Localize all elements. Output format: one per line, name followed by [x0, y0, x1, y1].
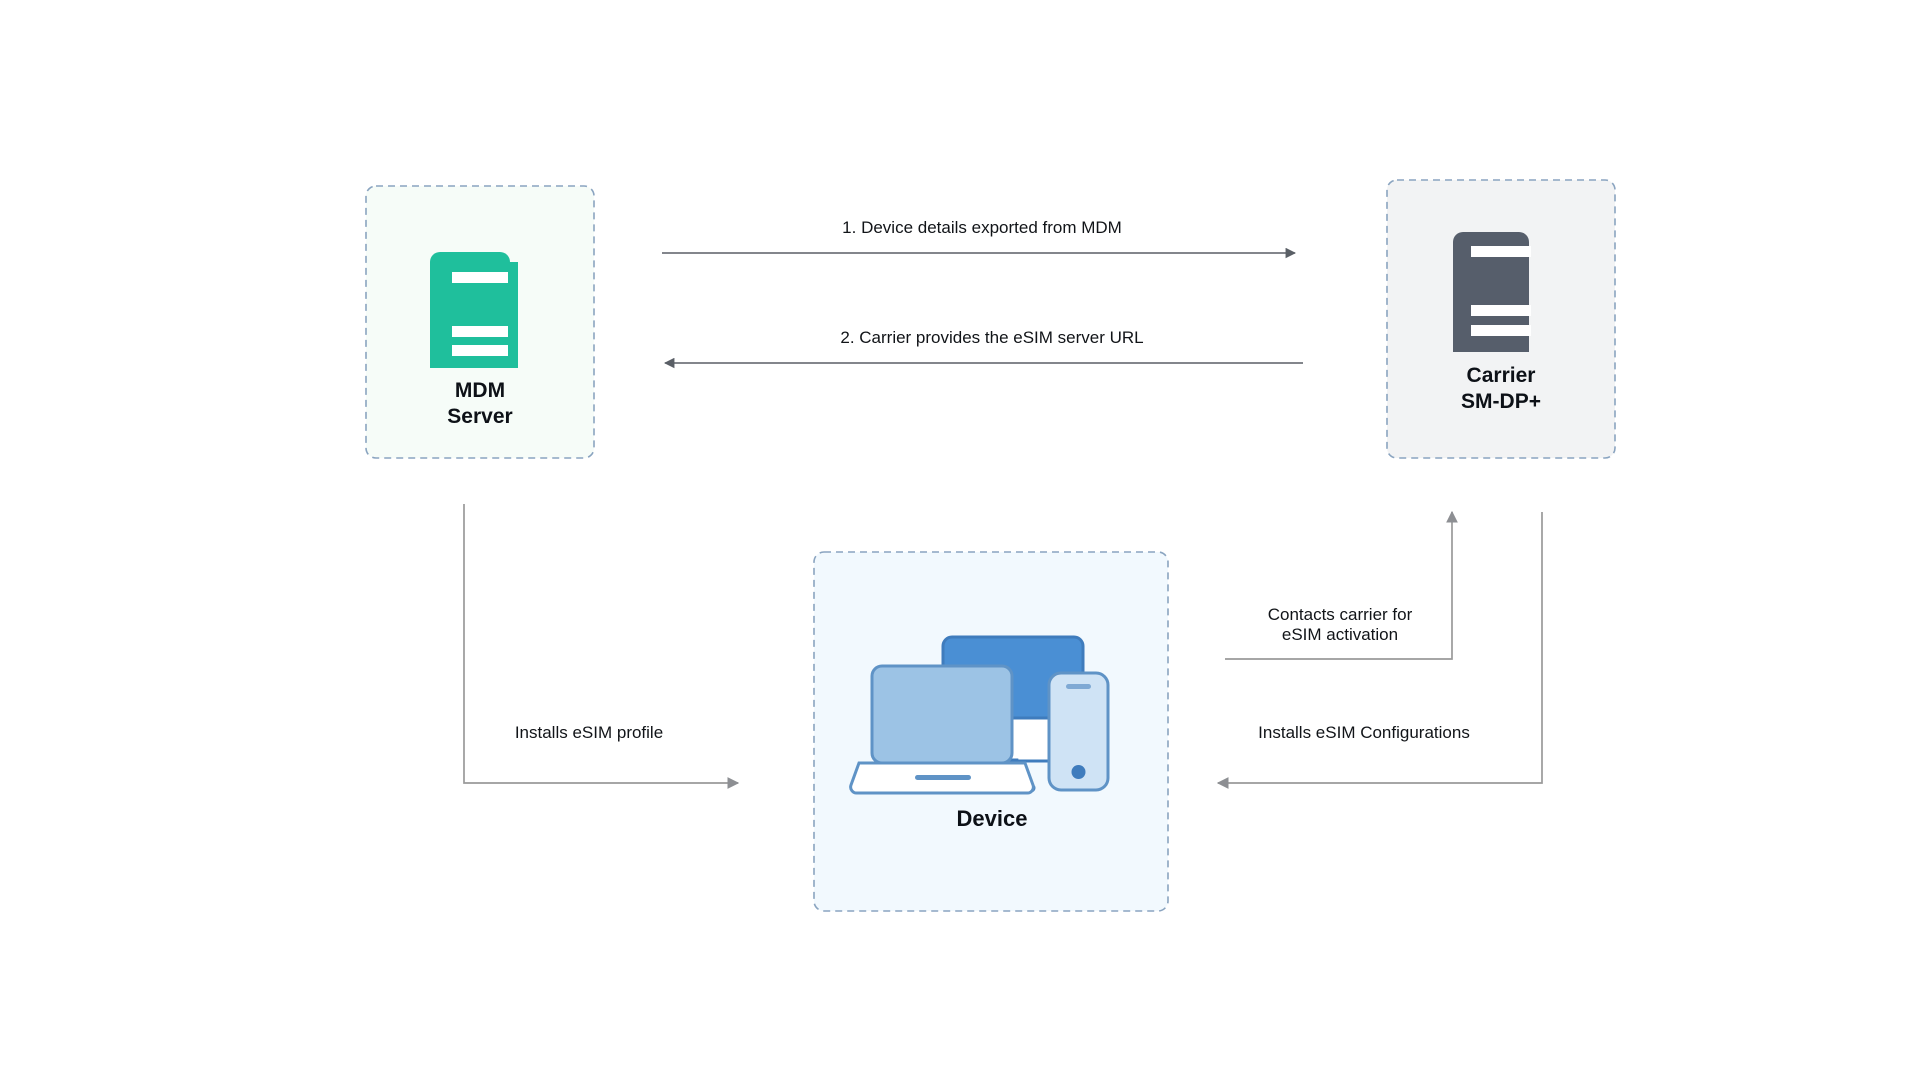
edge-mdm-to-carrier-label: 1. Device details exported from MDM	[842, 218, 1122, 237]
devices-cluster-icon	[849, 635, 1110, 795]
server-icon	[430, 252, 518, 368]
edge-mdm-to-device-label: Installs eSIM profile	[515, 723, 663, 742]
device-label: Device	[957, 806, 1028, 831]
carrier-smdp-label-line2: SM-DP+	[1461, 390, 1541, 413]
edge-mdm-to-device: Installs eSIM profile	[463, 504, 740, 789]
edge-mdm-to-device-line	[463, 504, 740, 789]
edge-device-to-carrier-label-line2: eSIM activation	[1282, 625, 1398, 644]
carrier-smdp-node[interactable]: Carrier SM-DP+	[1386, 179, 1616, 459]
edge-carrier-to-mdm: 2. Carrier provides the eSIM server URL	[663, 328, 1303, 369]
server-icon	[1453, 232, 1531, 352]
edge-carrier-to-device-line	[1216, 512, 1543, 789]
mdm-server-label-line1: MDM	[455, 379, 505, 402]
edge-mdm-to-carrier: 1. Device details exported from MDM	[662, 218, 1297, 259]
edge-device-to-carrier: Contacts carrier for eSIM activation	[1225, 510, 1458, 660]
edge-carrier-to-device-label: Installs eSIM Configurations	[1258, 723, 1470, 742]
edge-device-to-carrier-label-line1: Contacts carrier for	[1268, 605, 1413, 624]
edge-carrier-to-device: Installs eSIM Configurations	[1216, 512, 1543, 789]
device-node[interactable]: Device	[813, 551, 1169, 912]
edge-device-to-carrier-line	[1225, 510, 1458, 660]
mdm-server-label-line2: Server	[447, 405, 512, 428]
carrier-smdp-label-line1: Carrier	[1467, 364, 1536, 387]
mdm-server-node[interactable]: MDM Server	[365, 185, 595, 459]
edge-carrier-to-mdm-label: 2. Carrier provides the eSIM server URL	[840, 328, 1143, 347]
